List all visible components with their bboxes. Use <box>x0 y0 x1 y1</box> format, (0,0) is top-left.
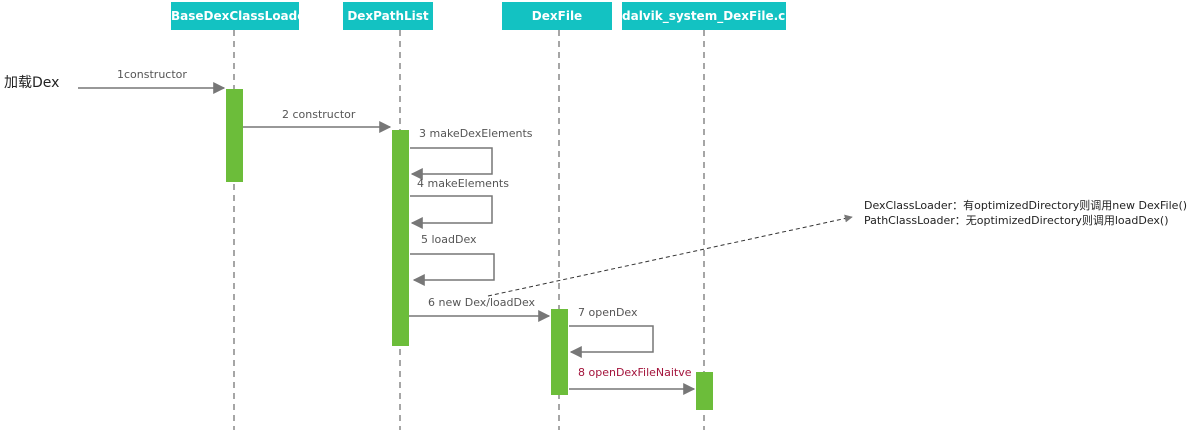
note-text: DexClassLoader：有optimizedDirectory则调用new… <box>864 198 1187 228</box>
note-line-dexclassloader: DexClassLoader：有optimizedDirectory则调用new… <box>864 199 1188 212</box>
lifeline-header-dexpathlist: DexPathList <box>343 2 433 30</box>
note-line-pathclassloader: PathClassLoader：无optimizedDirectory则调用lo… <box>864 214 1169 227</box>
activation-dexpathlist <box>392 130 409 346</box>
message-arrow-3 <box>410 147 493 180</box>
message-label-3: 3 makeDexElements <box>419 127 533 140</box>
lifeline-header-basedexclassloader: BaseDexClassLoader <box>171 2 311 30</box>
message-label-4: 4 makeElements <box>417 177 509 190</box>
lifeline-header-dalvik-system-dexfile-cpp: dalvik_system_DexFile.cpp <box>622 2 802 30</box>
message-label-5: 5 loadDex <box>421 233 477 246</box>
note-connector <box>487 214 853 297</box>
message-label-1: 1constructor <box>117 68 187 81</box>
message-label-6: 6 new Dex/loadDex <box>428 296 536 309</box>
activation-dalvik-system-dexfile-cpp <box>696 372 713 410</box>
message-arrow-4 <box>410 195 493 229</box>
activation-dexfile <box>551 309 568 395</box>
actor-label: 加载Dex <box>4 75 60 91</box>
message-label-2: 2 constructor <box>282 108 356 121</box>
message-arrow-5 <box>410 253 495 286</box>
message-arrow-7 <box>569 325 654 358</box>
message-label-8: 8 openDexFileNaitve <box>578 366 692 379</box>
activation-basedexclassloader <box>226 89 243 182</box>
message-label-7: 7 openDex <box>578 306 638 319</box>
lifeline-header-dexfile: DexFile <box>502 2 612 30</box>
